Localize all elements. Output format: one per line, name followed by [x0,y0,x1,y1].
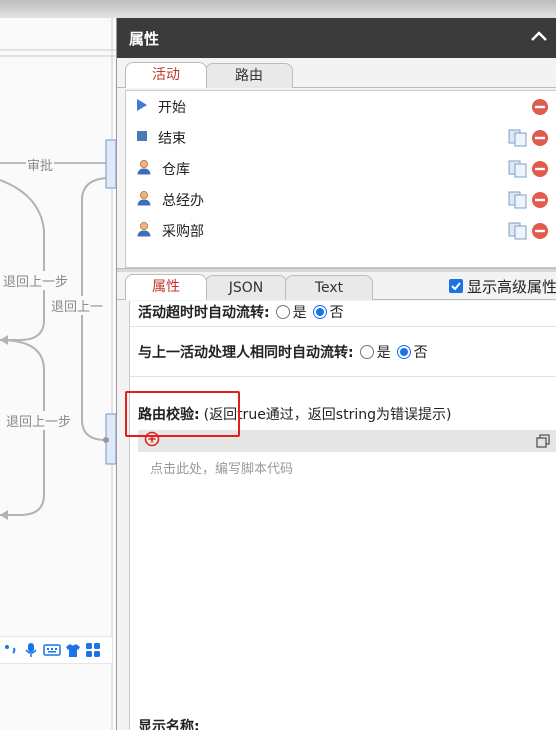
radio-yes-label: 是 [376,344,391,361]
copy-icon[interactable] [508,129,528,151]
tab-activity[interactable]: 活动 [125,62,207,88]
script-placeholder: 点击此处，编写脚本代码 [150,462,294,477]
ime-toolbar [0,636,112,664]
radio-no-label: 否 [329,304,344,321]
same-handler-no-radio[interactable] [396,344,411,359]
user-icon [136,221,152,241]
route-check-label: 路由校验: [138,407,200,423]
chevron-up-icon[interactable] [530,30,548,46]
show-advanced-checkbox[interactable] [448,279,463,293]
radio-yes-label: 是 [292,304,307,321]
route-check-header: 路由校验: (返回true通过，返回string为错误提示) [130,399,556,429]
script-toolbar [138,430,556,452]
activity-label: 开始 [158,99,186,116]
panel-header: 属性 [117,18,556,58]
activity-label: 结束 [158,130,186,147]
flow-canvas[interactable]: 审批 退回上一步 退回上一 退回上一步 [0,0,120,730]
tab-properties[interactable]: 属性 [125,274,207,300]
remove-icon[interactable] [531,98,549,120]
stop-square-icon [136,130,148,146]
show-advanced-toggle[interactable]: 显示高级属性 [448,274,556,298]
list-item[interactable]: 结束 [126,122,556,153]
same-handler-auto-label: 与上一活动处理人相同时自动流转: [138,344,354,361]
copy-icon[interactable] [508,222,528,244]
flow-connectors [0,18,120,730]
timeout-auto-row: 活动超时时自动流转: 是 否 [130,301,556,327]
list-item[interactable]: 采购部 [126,215,556,246]
same-handler-auto-row: 与上一活动处理人相同时自动流转: 是 否 [130,327,556,377]
remove-icon[interactable] [531,160,549,182]
flow-label-approve: 审批 [26,155,55,174]
add-circle-icon[interactable] [144,431,160,451]
remove-icon[interactable] [531,191,549,213]
keyboard-icon[interactable] [43,643,61,657]
display-name-label: 显示名称: [138,719,200,730]
restore-window-icon[interactable] [536,434,550,452]
microphone-icon[interactable] [23,642,39,658]
apps-grid-icon[interactable] [85,642,101,658]
list-item[interactable]: 开始 [126,91,556,122]
window-top-bar [0,0,556,18]
tab-text[interactable]: Text [285,275,373,300]
flow-label-back-step: 退回上一 [50,296,105,315]
punctuation-icon[interactable] [3,642,19,658]
property-panel: 属性 活动 路由 开始 结束 [116,18,556,730]
remove-icon[interactable] [531,222,549,244]
property-form: 活动超时时自动流转: 是 否 与上一活动处理人相同时自动流转: 是 否 路由校验… [129,301,556,730]
user-icon [136,159,152,179]
timeout-auto-yes-radio[interactable] [275,304,290,319]
copy-icon[interactable] [508,160,528,182]
panel-title: 属性 [129,29,160,48]
tab-json[interactable]: JSON [205,275,287,300]
script-editor[interactable]: 点击此处，编写脚本代码 [138,452,556,712]
activity-label: 仓库 [162,161,190,178]
timeout-auto-no-radio[interactable] [312,304,327,319]
activity-label: 总经办 [162,192,204,209]
radio-no-label: 否 [413,344,428,361]
shirt-icon[interactable] [65,642,81,658]
activity-list: 开始 结束 仓 [125,90,556,268]
show-advanced-label: 显示高级属性 [466,277,556,296]
same-handler-yes-radio[interactable] [359,344,374,359]
panel-splitter[interactable] [117,268,556,272]
tab-route[interactable]: 路由 [205,63,293,88]
activity-label: 采购部 [162,223,204,240]
list-item[interactable]: 总经办 [126,184,556,215]
flow-label-back-step: 退回上一步 [2,271,70,290]
remove-icon[interactable] [531,129,549,151]
play-triangle-icon [136,98,148,116]
copy-icon[interactable] [508,191,528,213]
flow-label-back-step: 退回上一步 [5,411,73,430]
property-tabs: 属性 JSON Text 显示高级属性 [117,274,556,300]
timeout-auto-label: 活动超时时自动流转: [138,304,270,321]
route-check-hint: (返回true通过，返回string为错误提示) [203,407,452,423]
activity-route-tabs: 活动 路由 [117,62,556,88]
user-icon [136,190,152,210]
list-item[interactable]: 仓库 [126,153,556,184]
